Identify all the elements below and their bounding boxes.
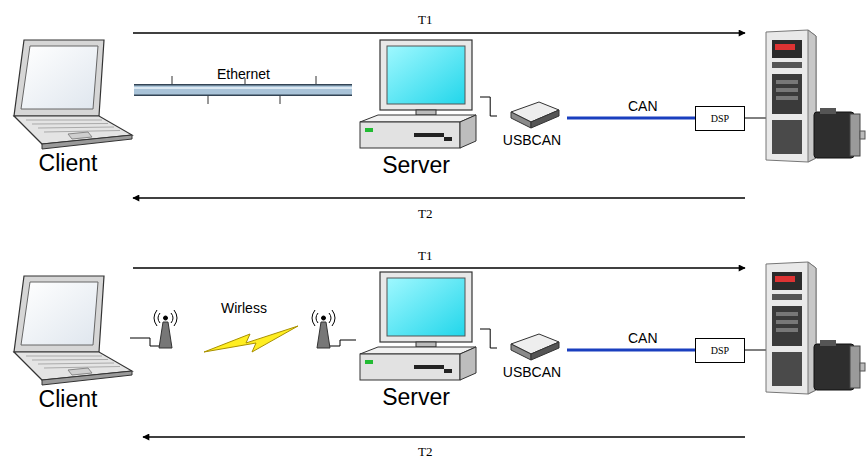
t2-arrow [133,197,745,198]
monitor-screen [387,278,465,336]
monitor-frame [380,40,472,110]
laptop-touchpad [68,368,92,375]
case-side [460,347,476,380]
laptop-screen [21,282,98,345]
drive-wire [745,118,766,119]
case-front [360,122,460,148]
server-node: Server [352,270,480,410]
power-led [365,128,373,132]
can-bus-line [567,118,695,119]
can-line [567,349,695,352]
laptop-node: Client [2,38,134,176]
case-side [460,115,476,148]
usbcan-icon [497,330,567,364]
node-label: USBCAN [503,132,561,148]
node-label: Server [382,152,450,178]
case-front [360,354,460,380]
edge-label: CAN [628,330,658,346]
cable-highlight [134,87,352,89]
servo-drive-motor [766,30,865,162]
text-label: T1 [418,12,432,27]
t2-arrow [143,436,745,437]
process-box: DSP [695,338,745,363]
laptop-screen [21,46,98,109]
process-box: DSP [695,106,745,131]
node-label: Client [39,150,98,176]
wire-line [480,329,497,348]
usb-wire [480,97,497,116]
drive-slot [414,133,444,137]
drive-button [444,369,452,373]
text-label: T2 [418,444,432,459]
laptop-icon [2,38,134,150]
t1-arrow [133,267,745,268]
usbcan-side [531,110,559,128]
laptop-icon [2,274,134,386]
wire-line [480,97,497,116]
drive-wire [745,350,766,351]
usbcan-icon [497,98,567,132]
node-label: DSP [711,113,729,125]
laptop-key-row [44,367,120,369]
drive-slot [414,365,444,369]
node-label: Client [39,386,98,412]
laptop-key-row [38,127,114,128]
t1-arrow [133,32,745,33]
node-label: DSP [711,345,729,357]
laptop-key-row [32,359,108,361]
laptop-node: Client [2,274,134,412]
laptop-key-row [32,123,108,125]
usbcan-node: USBCAN [497,330,567,380]
text-label: T2 [418,206,432,221]
laptop-lid [14,40,104,116]
monitor-stand [416,110,436,115]
monitor-stand [416,342,436,347]
cable-outline [134,84,352,96]
cable-body [134,86,352,95]
laptop-key-row [44,131,120,133]
edge-label: CAN [628,98,658,114]
laptop-key-row [26,356,102,357]
power-led [365,360,373,364]
usbcan-side [531,342,559,360]
node-label: USBCAN [503,364,561,380]
can-line [567,117,695,120]
laptop-key-row [38,363,114,364]
servo-drive-motor [766,262,865,394]
laptop-key-row [26,120,102,121]
computer-icon [352,270,480,384]
monitor-screen [387,46,465,104]
edge-label: Ethernet [217,66,270,82]
computer-icon [352,38,480,152]
laptop-lid [14,276,104,352]
can-bus-line [567,350,695,351]
usbcan-front [511,344,531,360]
ethernet-cable [134,88,352,90]
monitor-frame [380,272,472,342]
text-label: T1 [418,248,432,263]
usbcan-node: USBCAN [497,98,567,148]
laptop-touchpad [68,132,92,139]
lightning-bolt [204,326,298,352]
drive-button [444,137,452,141]
server-node: Server [352,38,480,178]
usb-wire [480,329,497,348]
node-label: Server [382,384,450,410]
case-top [360,115,476,122]
case-top [360,347,476,354]
usbcan-front [511,112,531,128]
text-label: Wirless [221,300,267,316]
